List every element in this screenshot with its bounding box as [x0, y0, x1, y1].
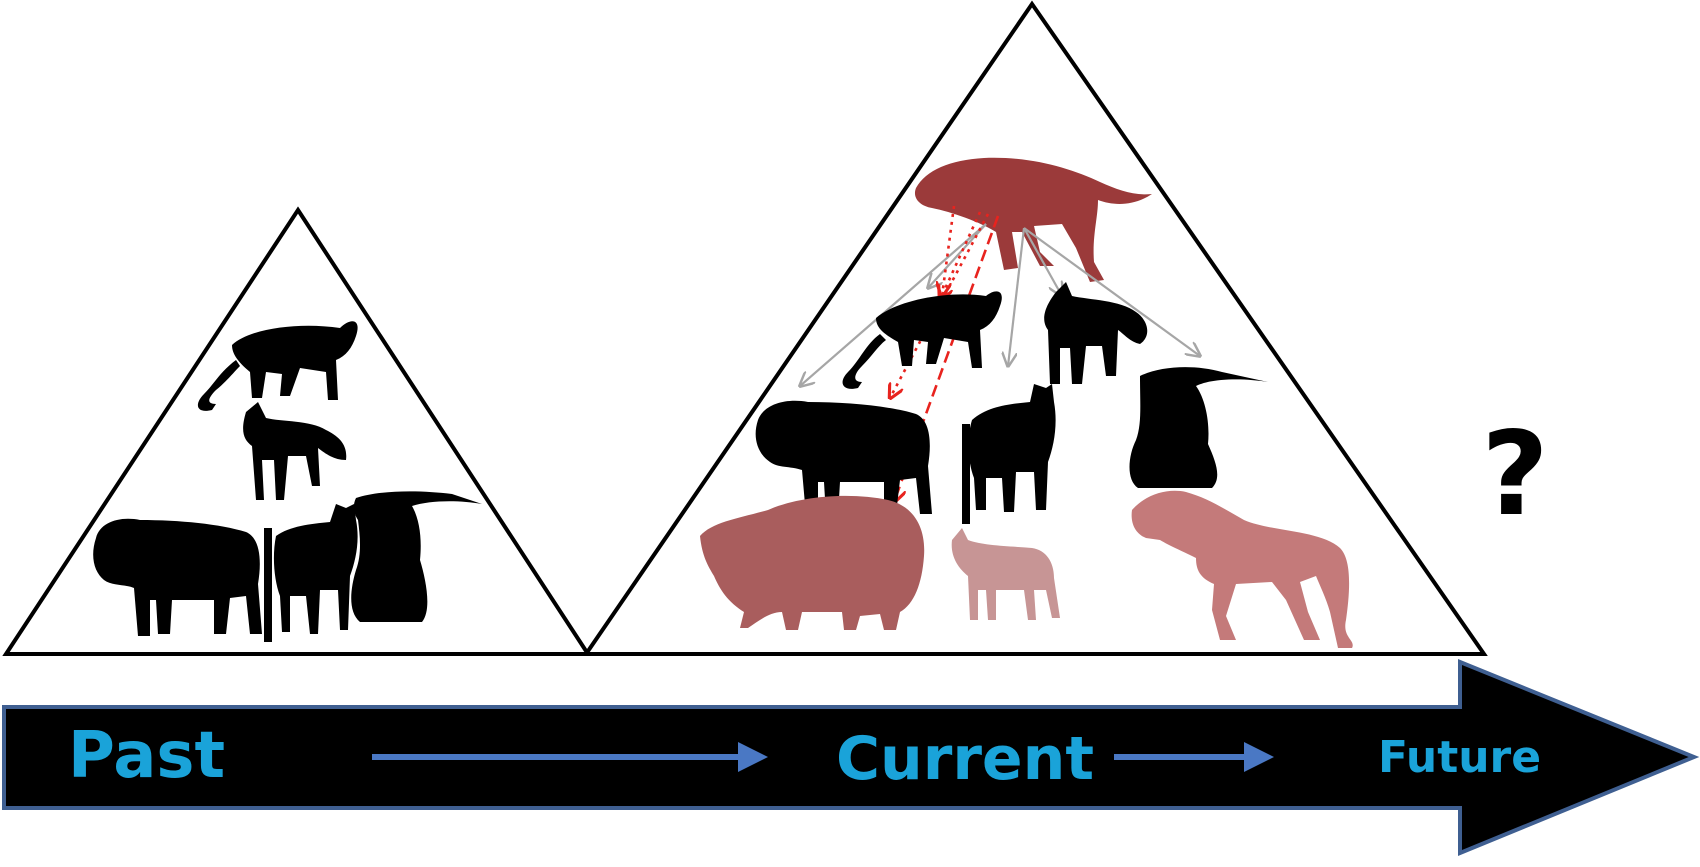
timeline-arrow-shape [2, 659, 1700, 856]
gray-arrow-to-fox [1023, 227, 1062, 296]
label-future: Future [1378, 732, 1541, 783]
horse-icon [1131, 490, 1353, 648]
snow-leopard-icon [197, 321, 358, 411]
current-pyramid [582, 0, 1488, 656]
gray-arrow-to-leopard [928, 223, 987, 288]
trophic-interaction-arrows [800, 223, 1200, 386]
label-past: Past [68, 719, 225, 793]
red-arrow-to-leopard-2 [940, 211, 982, 300]
blue-sheep-icon [968, 384, 1056, 512]
free-ranging-dog-icon [914, 157, 1152, 282]
ibex-icon [1129, 367, 1268, 488]
ibex-icon [351, 491, 482, 622]
timeline-arrow: Past Current Future [2, 659, 1700, 856]
takin-icon [755, 400, 932, 516]
past-divider-bar [264, 528, 272, 642]
gray-arrow-to-ibex [1023, 227, 1200, 356]
blue-sheep-icon [273, 504, 358, 634]
takin-icon [93, 518, 262, 636]
goat-icon [951, 528, 1060, 620]
label-current: Current [836, 724, 1094, 794]
gray-arrow-to-sheep [1008, 227, 1026, 366]
future-question-mark: ? [1481, 407, 1548, 542]
past-pyramid [2, 206, 592, 656]
fox-icon [243, 402, 347, 500]
gray-arrow-to-takin [800, 223, 987, 386]
snow-leopard-icon [842, 291, 1002, 389]
fox-icon [1044, 282, 1148, 384]
current-divider-bar [962, 424, 970, 524]
yak-icon [700, 495, 925, 630]
